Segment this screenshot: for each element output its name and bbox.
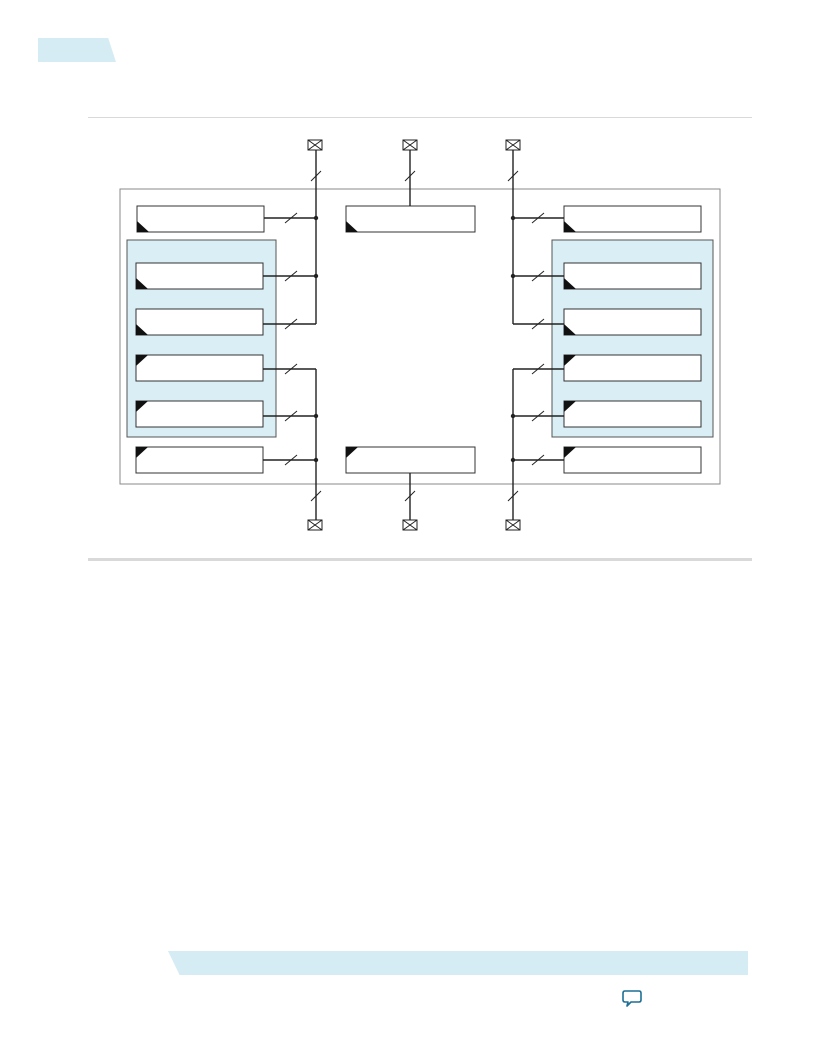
right-block-1 xyxy=(563,205,702,233)
block-diagram xyxy=(119,139,721,531)
left-block-2 xyxy=(135,262,264,290)
left-block-3 xyxy=(135,308,264,336)
left-block-4 xyxy=(135,354,264,382)
crossed-box-pin-icon xyxy=(505,519,521,531)
right-block-2 xyxy=(563,262,702,290)
speech-bubble-icon[interactable] xyxy=(621,989,643,1009)
bus-width-marks xyxy=(284,170,545,502)
crossed-box-pin-icon xyxy=(505,139,521,151)
page-header-tab xyxy=(38,38,116,62)
crossed-box-pin-icon xyxy=(402,519,418,531)
right-block-5 xyxy=(563,400,702,428)
right-block-4 xyxy=(563,354,702,382)
crossed-box-pin-icon xyxy=(402,139,418,151)
left-block-5 xyxy=(135,400,264,428)
left-block-1 xyxy=(136,205,265,233)
right-block-6 xyxy=(563,446,702,474)
figure-bottom-rule xyxy=(88,558,752,561)
right-block-3 xyxy=(563,308,702,336)
left-block-6 xyxy=(135,446,264,474)
footer-bar xyxy=(168,951,748,975)
junction-dots xyxy=(313,215,516,463)
center-block-bottom xyxy=(345,446,476,474)
figure-top-rule xyxy=(88,117,752,118)
crossed-box-pin-icon xyxy=(307,519,323,531)
crossed-box-pin-icon xyxy=(307,139,323,151)
center-block-top xyxy=(345,205,476,233)
